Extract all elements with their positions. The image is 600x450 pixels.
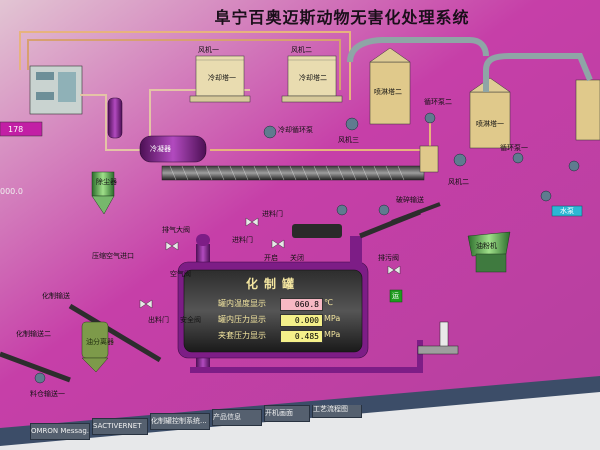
page-title: 阜宁百奥迈斯动物无害化处理系统 bbox=[214, 8, 470, 27]
discharge-conveyor-belt bbox=[0, 351, 71, 383]
discharge-valve-label: 出料门 bbox=[148, 316, 169, 324]
pipe-left bbox=[80, 94, 140, 151]
jacket-pressure-row: 夹套压力显示 0.485 MPa bbox=[218, 330, 358, 343]
fan-3-label: 风机三 bbox=[338, 136, 359, 144]
screw-threads bbox=[169, 165, 405, 181]
taskbar-item-2[interactable]: 化制罐控制系统... bbox=[150, 413, 210, 430]
taskbar-item-5[interactable]: 工艺流程图 bbox=[312, 405, 362, 418]
left-id-value: 178 bbox=[8, 125, 24, 134]
run-status-text: 运 bbox=[392, 292, 399, 300]
pump-group bbox=[34, 112, 580, 384]
buffer-tank bbox=[107, 97, 123, 139]
compressed-air-label: 压缩空气进口 bbox=[92, 252, 134, 260]
left-numeric-value: 000.0 bbox=[0, 187, 23, 196]
chemical-conveyor-belt bbox=[68, 303, 162, 363]
duct-1 bbox=[347, 37, 489, 63]
water-pump-text: 水泵 bbox=[560, 207, 574, 215]
reactor-pressure-row: 罐内压力显示 0.000 MPa bbox=[218, 314, 358, 327]
cooling-tower-1-name: 冷却塔一 bbox=[208, 74, 236, 82]
material-conveyor-label: 料仓输送一 bbox=[30, 390, 65, 398]
jacket-pressure-unit: MPa bbox=[324, 330, 341, 339]
cabinet-module-1 bbox=[36, 72, 54, 80]
cabinet-module-2 bbox=[36, 92, 54, 100]
condenser-label: 冷凝器 bbox=[150, 145, 171, 153]
spray-tower-2-label: 喷淋塔二 bbox=[374, 88, 402, 96]
air-valve-label: 空气阀 bbox=[170, 270, 191, 278]
taskbar-item-4[interactable]: 开机画面 bbox=[264, 405, 310, 422]
separator-cone bbox=[81, 357, 109, 373]
reactor-pressure-unit: MPa bbox=[324, 314, 341, 323]
hot-water-base bbox=[417, 345, 459, 355]
run-status-badge bbox=[389, 289, 403, 303]
spray-tower-1-label: 喷淋塔一 bbox=[476, 120, 504, 128]
jacket-pressure-value: 0.485 bbox=[280, 330, 323, 343]
reactor-title: 化制罐 bbox=[246, 277, 301, 291]
cooling-tower-1-label: 风机一 bbox=[198, 46, 219, 54]
drain-valve-label: 排污阀 bbox=[378, 254, 399, 262]
reactor-motor bbox=[292, 224, 342, 238]
fan-2-label-2: 风机二 bbox=[448, 178, 469, 186]
circulation-tank bbox=[419, 145, 439, 173]
cooling-tower-2 bbox=[281, 55, 343, 103]
reactor-temp-unit: ℃ bbox=[324, 298, 333, 307]
taskbar-item-1[interactable]: SACTIVERNET bbox=[92, 418, 148, 435]
reactor-pressure-label: 罐内压力显示 bbox=[218, 315, 266, 324]
reactor-temp-value: 060.8 bbox=[280, 298, 323, 311]
close-label: 关闭 bbox=[290, 254, 304, 262]
spray-tower-1 bbox=[369, 47, 411, 125]
spray-tower-2 bbox=[469, 77, 511, 149]
cabinet-module-3 bbox=[58, 72, 76, 102]
pipe-top-2 bbox=[27, 39, 341, 90]
separator-label: 油分离器 bbox=[86, 338, 114, 346]
duct-2 bbox=[483, 53, 593, 92]
water-pump-badge bbox=[551, 205, 583, 217]
grinder-label: 油粉机 bbox=[476, 242, 497, 250]
reactor-top-nozzle bbox=[350, 236, 362, 264]
circ-pump-2-label: 循环泵二 bbox=[424, 98, 452, 106]
steam-inlet-label: 进料门 bbox=[232, 236, 253, 244]
chemical-conveyor-label: 化制输送二 bbox=[16, 330, 51, 338]
cooling-tower-2-name: 冷却塔二 bbox=[299, 74, 327, 82]
condenser bbox=[139, 135, 207, 163]
taskbar-item-3[interactable]: 产品信息 bbox=[212, 409, 262, 426]
exhaust-valve-label: 排气大阀 bbox=[162, 226, 190, 234]
discharge-conveyor-label: 化制输送 bbox=[42, 292, 70, 300]
crusher-conveyor-label: 破碎输送 bbox=[396, 196, 424, 204]
cooling-tower-2-label: 风机二 bbox=[291, 46, 312, 54]
dust-remover bbox=[91, 171, 115, 215]
valve-group bbox=[139, 217, 401, 309]
reactor-temp-label: 罐内温度显示 bbox=[218, 299, 266, 308]
reactor-pressure-value: 0.000 bbox=[280, 314, 323, 327]
pipe-top-1 bbox=[19, 31, 351, 100]
cooling-tower-1 bbox=[189, 55, 251, 103]
left-id-box bbox=[0, 121, 43, 137]
crusher-conveyor-belt-2 bbox=[391, 202, 441, 224]
safety-valve-label: 安全阀 bbox=[180, 316, 201, 324]
open-label: 开启 bbox=[264, 254, 278, 262]
reactor-temp-row: 罐内温度显示 060.8 ℃ bbox=[218, 298, 358, 311]
crusher-base bbox=[475, 253, 507, 273]
spray-tower-3 bbox=[575, 79, 600, 141]
reactor-leg-cap bbox=[196, 234, 210, 246]
dust-remover-label: 除尘器 bbox=[96, 178, 117, 186]
circ-pump-1-label: 循环泵一 bbox=[500, 144, 528, 152]
feed-door-label: 进料门 bbox=[262, 210, 283, 218]
cooling-circ-pump-label: 冷却循环泵 bbox=[278, 126, 313, 134]
taskbar-item-0[interactable]: OMRON Messag... bbox=[30, 423, 90, 440]
taskbar: OMRON Messag... SACTIVERNET 化制罐控制系统... 产… bbox=[0, 405, 600, 450]
jacket-pressure-label: 夹套压力显示 bbox=[218, 331, 266, 340]
